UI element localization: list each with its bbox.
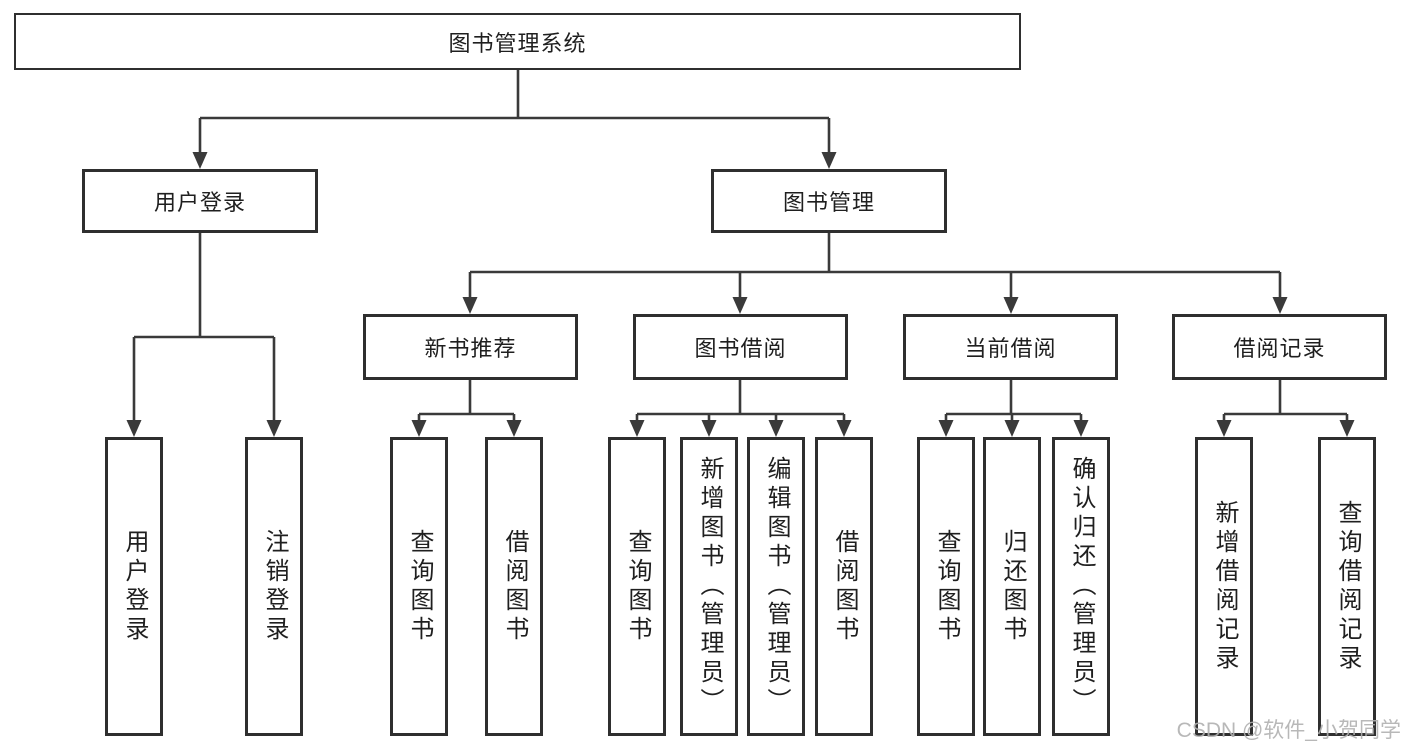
leaf-query-borrow-record: 查询借阅记录 [1318,437,1376,736]
leaf-query-books-3: 查询图书 [917,437,975,736]
leaf-logout: 注销登录 [245,437,303,736]
leaf-edit-books: 编辑图书（管理员） [747,437,805,736]
node-user-login: 用户登录 [82,169,318,233]
node-current-borrow: 当前借阅 [903,314,1118,380]
node-root: 图书管理系统 [14,13,1021,70]
watermark-text: CSDN @软件_小贺同学 [1176,719,1401,742]
leaf-user-login: 用户登录 [105,437,163,736]
leaf-return-books: 归还图书 [983,437,1041,736]
node-book-borrow: 图书借阅 [633,314,848,380]
node-book-management: 图书管理 [711,169,947,233]
leaf-borrow-books-1: 借阅图书 [485,437,543,736]
leaf-query-books-1: 查询图书 [390,437,448,736]
leaf-add-borrow-record: 新增借阅记录 [1195,437,1253,736]
leaf-confirm-return: 确认归还（管理员） [1052,437,1110,736]
leaf-borrow-books-2: 借阅图书 [815,437,873,736]
node-new-book-recommend: 新书推荐 [363,314,578,380]
leaf-query-books-2: 查询图书 [608,437,666,736]
node-borrow-records: 借阅记录 [1172,314,1387,380]
leaf-add-books: 新增图书（管理员） [680,437,738,736]
